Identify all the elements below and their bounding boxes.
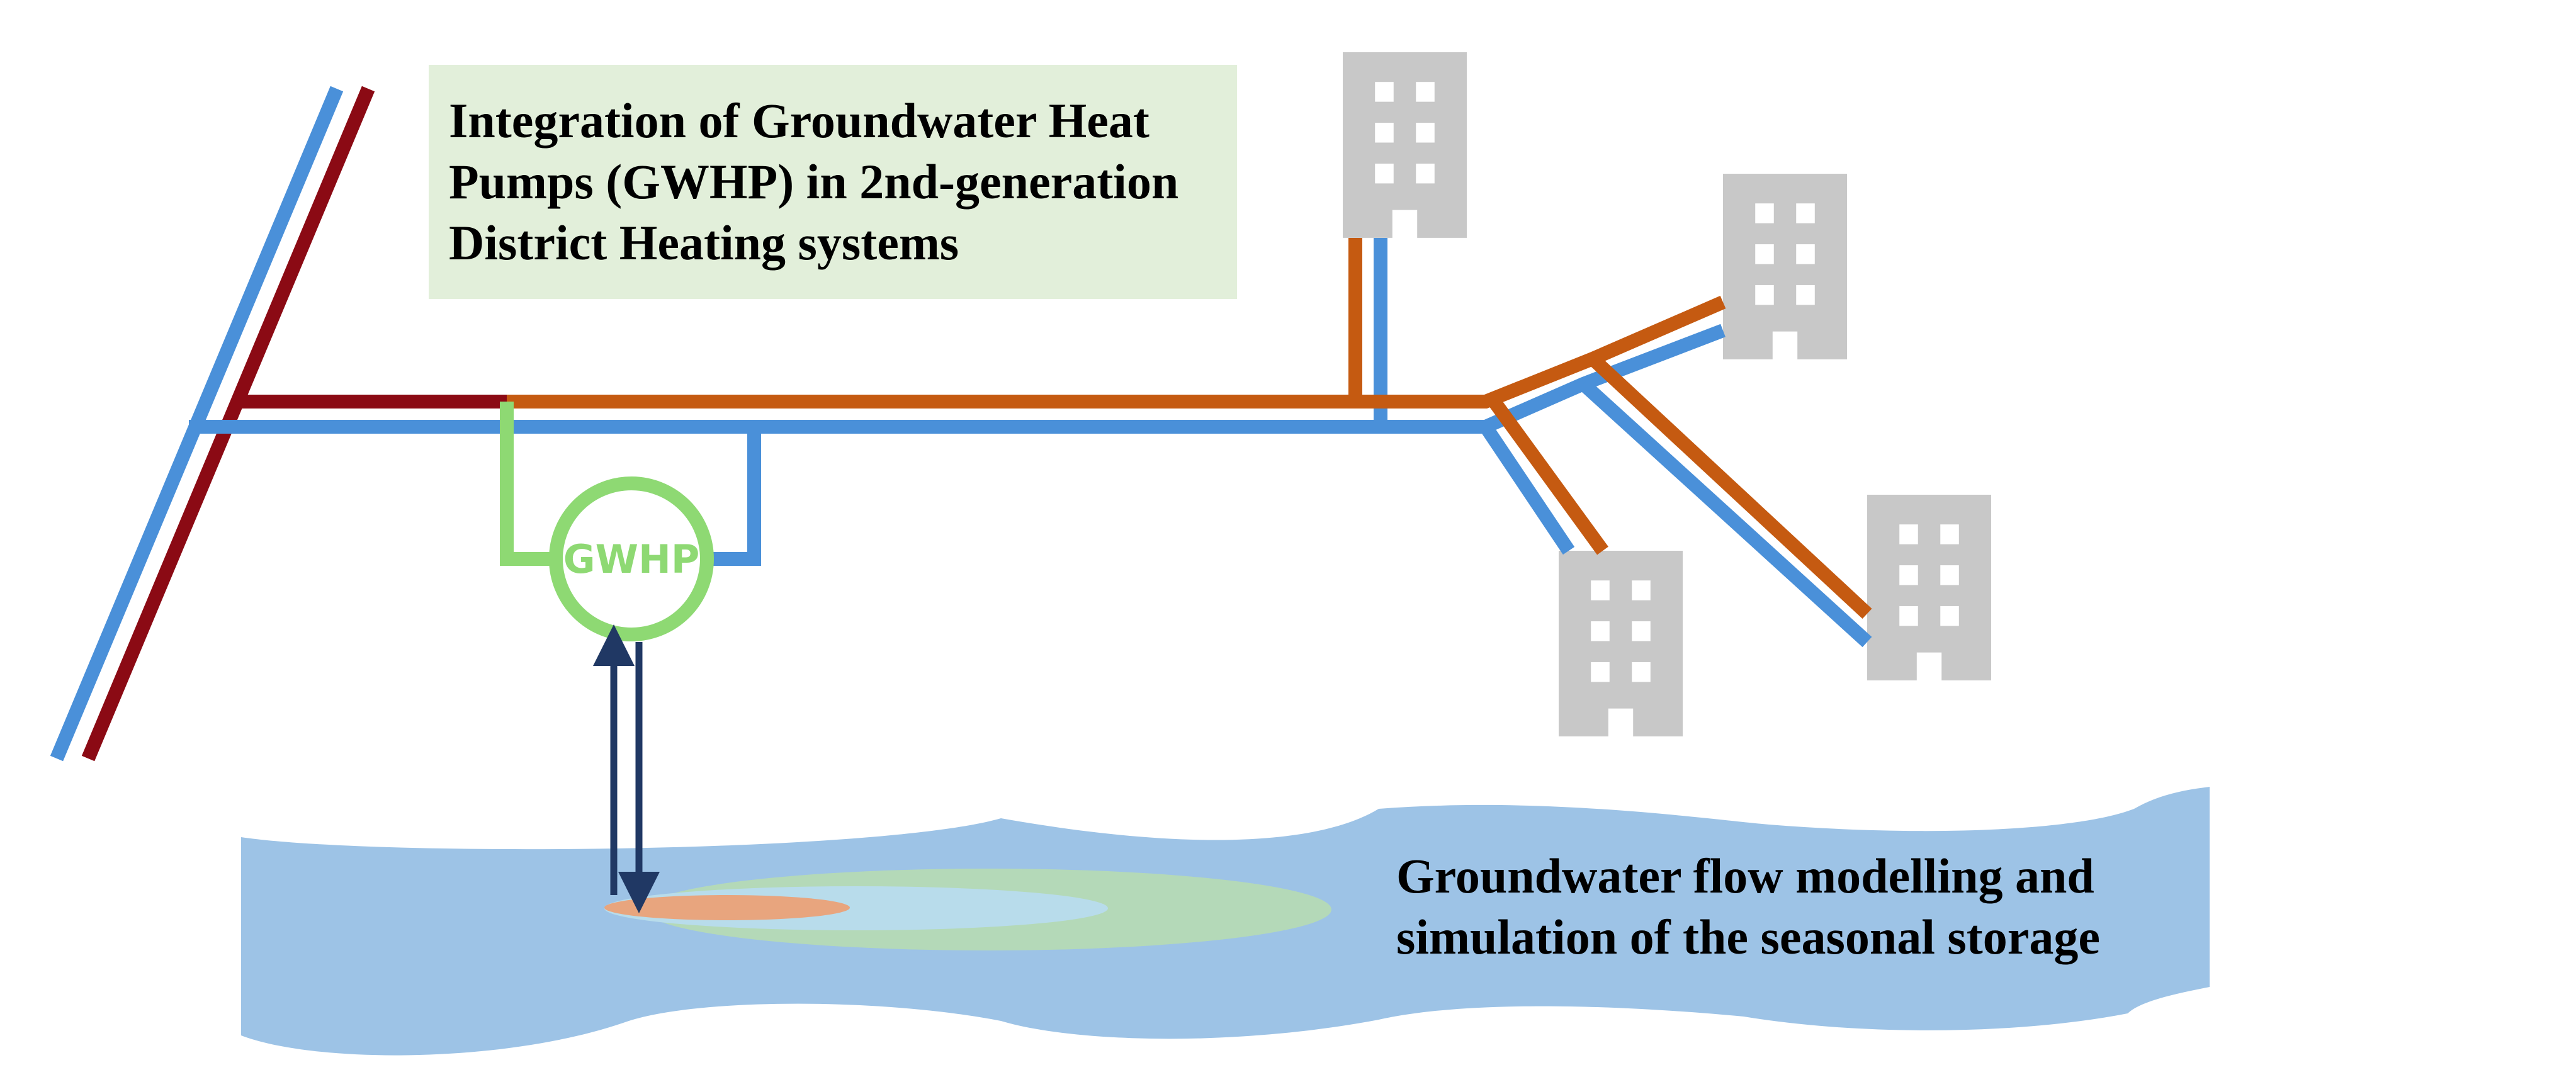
thermal-plume-hot xyxy=(604,895,850,920)
building-icon xyxy=(1343,52,1467,238)
aquifer-caption: Groundwater flow modelling and simulatio… xyxy=(1396,848,2106,964)
return-branch-building-4 xyxy=(1578,378,1872,648)
supply-branch-building-3 xyxy=(1489,398,1608,555)
building-icon xyxy=(1559,551,1683,736)
district-return-pipe xyxy=(189,324,1726,434)
building-icon xyxy=(1723,174,1847,359)
building-icon xyxy=(1867,495,1991,680)
gwhp-supply-connection xyxy=(500,402,562,566)
return-branch-building-3 xyxy=(1479,422,1575,555)
gwhp-return-connection xyxy=(710,427,761,566)
title-text: Integration of Groundwater Heat Pumps (G… xyxy=(449,93,1191,270)
title-box xyxy=(429,65,1237,299)
supply-branch-building-4 xyxy=(1588,353,1872,619)
gwhp-label: GWHP xyxy=(563,536,700,582)
district-supply-pipe xyxy=(507,295,1726,409)
